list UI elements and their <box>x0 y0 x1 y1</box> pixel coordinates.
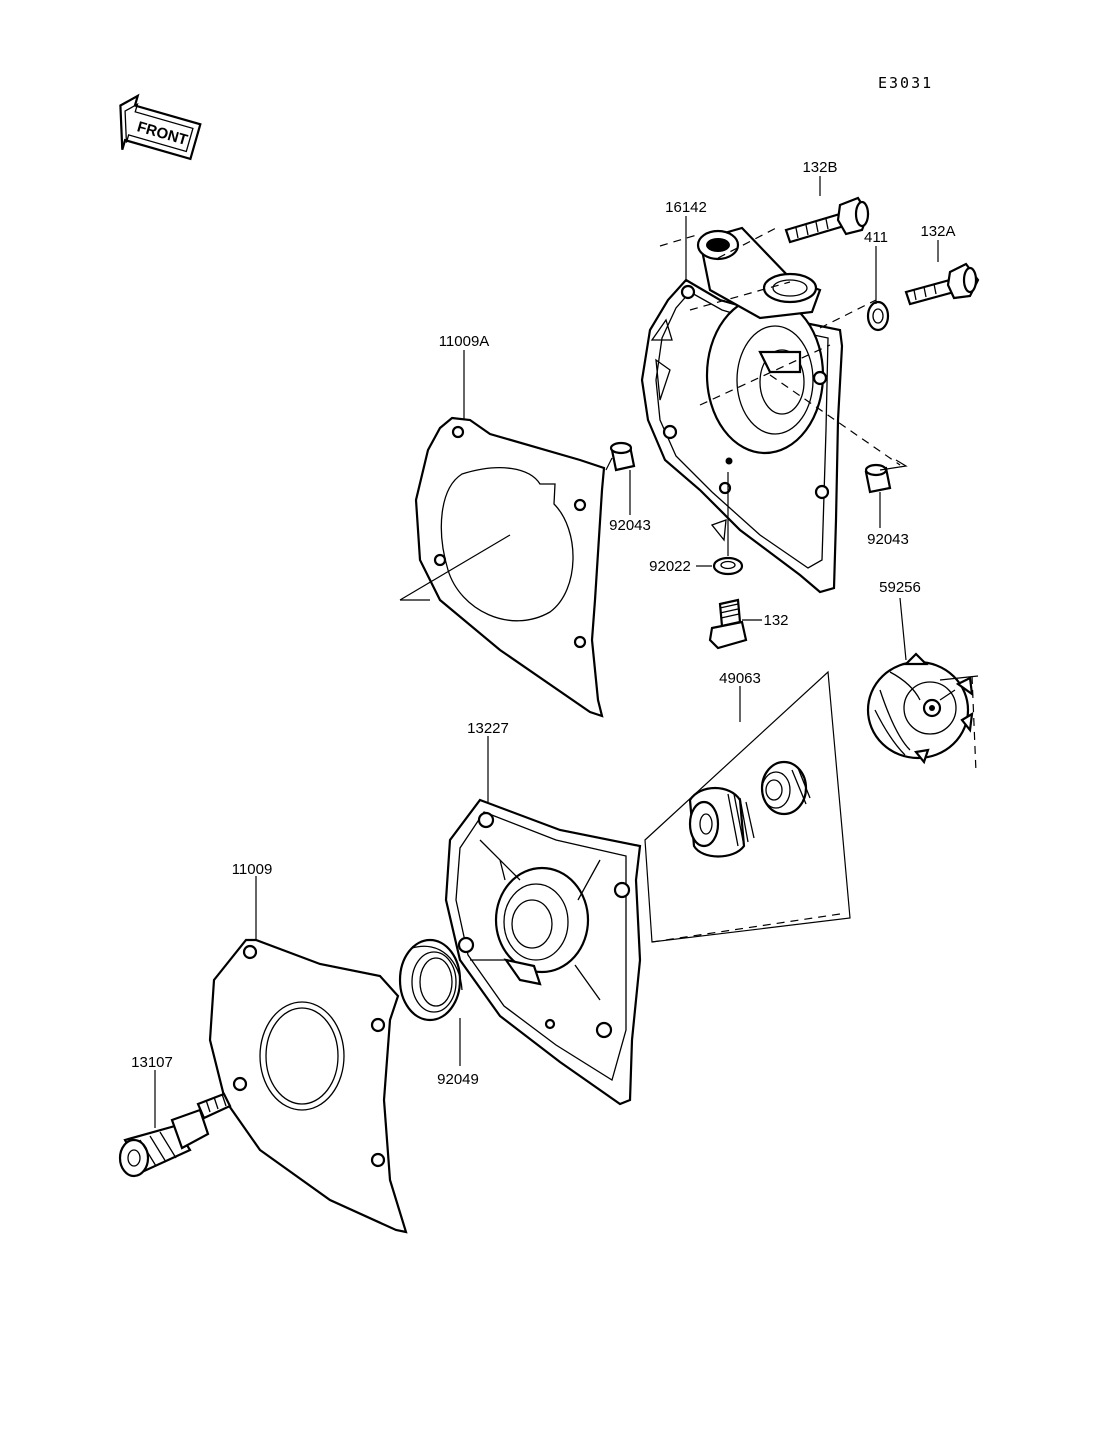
label-16142: 16142 <box>665 199 707 216</box>
label-13107: 13107 <box>131 1054 173 1071</box>
label-411: 411 <box>864 229 888 246</box>
impeller-59256 <box>866 652 974 765</box>
mechanical-seal-49063 <box>644 670 851 943</box>
label-132A: 132A <box>920 223 955 240</box>
leader-lines <box>154 176 979 1128</box>
washer-92022 <box>712 556 744 576</box>
label-11009: 11009 <box>232 861 273 878</box>
bolt-132B <box>784 196 870 244</box>
gasket-11009 <box>208 938 408 1234</box>
front-arrow-icon: FRONT <box>119 93 202 161</box>
dowel-pin-92043-right <box>864 463 892 494</box>
oil-seal-92049 <box>398 938 463 1022</box>
label-92043-left: 92043 <box>609 517 651 534</box>
label-92043-right: 92043 <box>867 531 909 548</box>
label-92049: 92049 <box>437 1071 479 1088</box>
bolt-132A <box>904 262 980 306</box>
diagram-code: E3031 <box>878 74 933 92</box>
dowel-pin-92043-left <box>609 441 636 472</box>
label-59256: 59256 <box>879 579 921 596</box>
shaft-13107 <box>118 1092 232 1178</box>
label-13227: 13227 <box>467 720 509 737</box>
drain-bolt-132 <box>708 598 748 650</box>
label-49063: 49063 <box>719 670 761 687</box>
washer-411 <box>866 300 890 332</box>
label-92022: 92022 <box>649 558 691 575</box>
label-11009A: 11009A <box>439 333 490 350</box>
cover-13227 <box>444 798 642 1106</box>
pump-housing-16142 <box>640 226 844 594</box>
label-132: 132 <box>763 612 788 629</box>
gasket-11009A <box>414 416 606 718</box>
label-132B: 132B <box>802 159 837 176</box>
